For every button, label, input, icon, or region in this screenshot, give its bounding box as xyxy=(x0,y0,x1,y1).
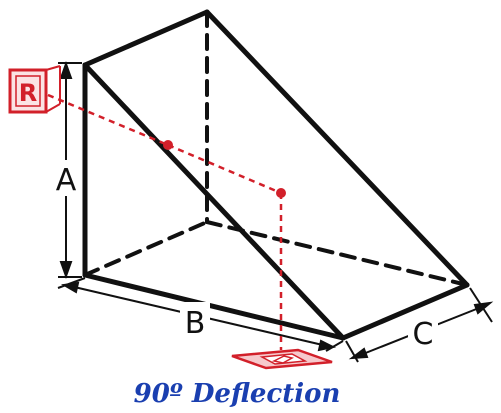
dimension-c-label-backing xyxy=(408,313,438,349)
hypotenuse-front-edge xyxy=(82,62,346,341)
object-image-letter: R xyxy=(19,79,37,107)
dimension-c-arrow-left xyxy=(348,347,369,360)
diagram-caption: 90º Deflection xyxy=(134,379,341,409)
right-bottom-edge xyxy=(340,282,470,341)
dimension-b-arrow-right xyxy=(317,339,336,352)
hypotenuse-back-edge xyxy=(204,9,470,288)
dimension-c-label: C xyxy=(413,317,434,352)
top-ridge-edge xyxy=(82,9,210,68)
dimension-c-arrow-right xyxy=(473,301,494,315)
object-image-box: R xyxy=(8,65,61,114)
dimension-a-label-backing xyxy=(52,160,80,196)
internal-ray xyxy=(167,143,282,195)
back-left-bottom-edge xyxy=(83,220,209,277)
front-bottom-edge xyxy=(82,272,346,341)
dimension-b-arrow-left xyxy=(61,281,80,294)
light-path xyxy=(47,93,283,350)
dimension-b-extension-right xyxy=(325,340,344,352)
prism-hidden-edges xyxy=(83,10,469,287)
dimension-b-label: B xyxy=(185,306,206,341)
back-bottom-edge xyxy=(205,220,469,287)
reflection-point-dot xyxy=(276,188,286,198)
dimension-b-label-backing xyxy=(180,302,210,336)
dimension-a-label: A xyxy=(56,163,77,198)
deflected-image-plate xyxy=(231,348,333,370)
entry-point-dot xyxy=(163,140,173,150)
dimension-a-arrow-bottom xyxy=(59,261,73,279)
dimension-a-arrow-top xyxy=(59,61,73,79)
prism-solid-edges xyxy=(82,9,470,341)
